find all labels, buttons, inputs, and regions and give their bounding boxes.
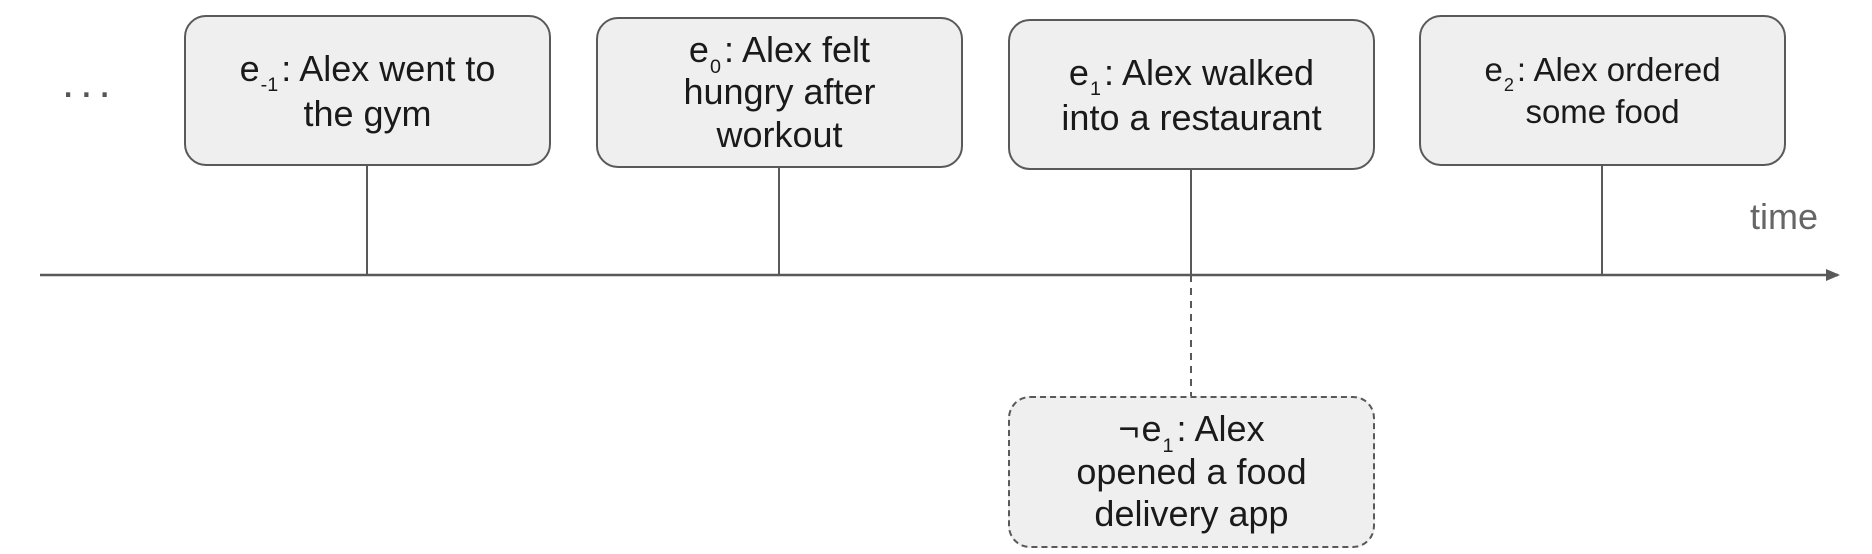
event-text: ¬e1: Alex opened a food delivery app xyxy=(1076,408,1306,535)
event-text: e1: Alex walked into a restaurant xyxy=(1061,50,1321,140)
event-line1: Alex walked xyxy=(1121,51,1315,93)
event-line1: Alex xyxy=(1194,408,1265,450)
event-symbol: e xyxy=(1068,51,1089,93)
ellipsis: ... xyxy=(62,58,117,107)
event-subscript: 1 xyxy=(1089,78,1101,101)
counterfactual-event-box: ¬e1: Alex opened a food delivery app xyxy=(1008,396,1375,548)
event-separator: : xyxy=(1103,51,1114,93)
event-subscript: 2 xyxy=(1503,75,1514,96)
event-line2: hungry after xyxy=(683,71,876,113)
event-subscript: 1 xyxy=(1162,435,1174,458)
event-line3: workout xyxy=(716,113,843,155)
event-symbol: e xyxy=(1484,51,1503,89)
event-line1: Alex went to xyxy=(299,47,496,89)
event-separator: : xyxy=(1516,51,1527,89)
event-subscript: -1 xyxy=(260,74,279,97)
event-subscript: 0 xyxy=(709,55,721,78)
event-box-e2: e2: Alex ordered some food xyxy=(1419,15,1786,166)
event-symbol: e xyxy=(688,28,709,70)
event-separator: : xyxy=(1176,408,1187,450)
event-line1: Alex felt xyxy=(742,28,871,70)
event-line2: the gym xyxy=(303,92,432,134)
event-line3: delivery app xyxy=(1094,493,1289,535)
event-line2: opened a food xyxy=(1076,450,1307,492)
event-separator: : xyxy=(281,47,292,89)
event-text: e0: Alex felt hungry after workout xyxy=(683,29,875,156)
time-axis-label: time xyxy=(1750,196,1819,237)
event-symbol: e xyxy=(1141,408,1162,450)
event-symbol: e xyxy=(239,47,260,89)
event-box-e0: e0: Alex felt hungry after workout xyxy=(596,17,963,168)
event-text: e2: Alex ordered some food xyxy=(1484,49,1720,132)
event-text: e-1: Alex went to the gym xyxy=(240,46,496,136)
event-line2: into a restaurant xyxy=(1061,96,1322,138)
event-box-e1: e1: Alex walked into a restaurant xyxy=(1008,19,1375,170)
event-line2: some food xyxy=(1525,92,1680,130)
event-separator: : xyxy=(723,28,734,70)
negation-symbol: ¬ xyxy=(1118,408,1140,450)
event-box-e-minus1: e-1: Alex went to the gym xyxy=(184,15,551,166)
event-line1: Alex ordered xyxy=(1533,51,1721,89)
